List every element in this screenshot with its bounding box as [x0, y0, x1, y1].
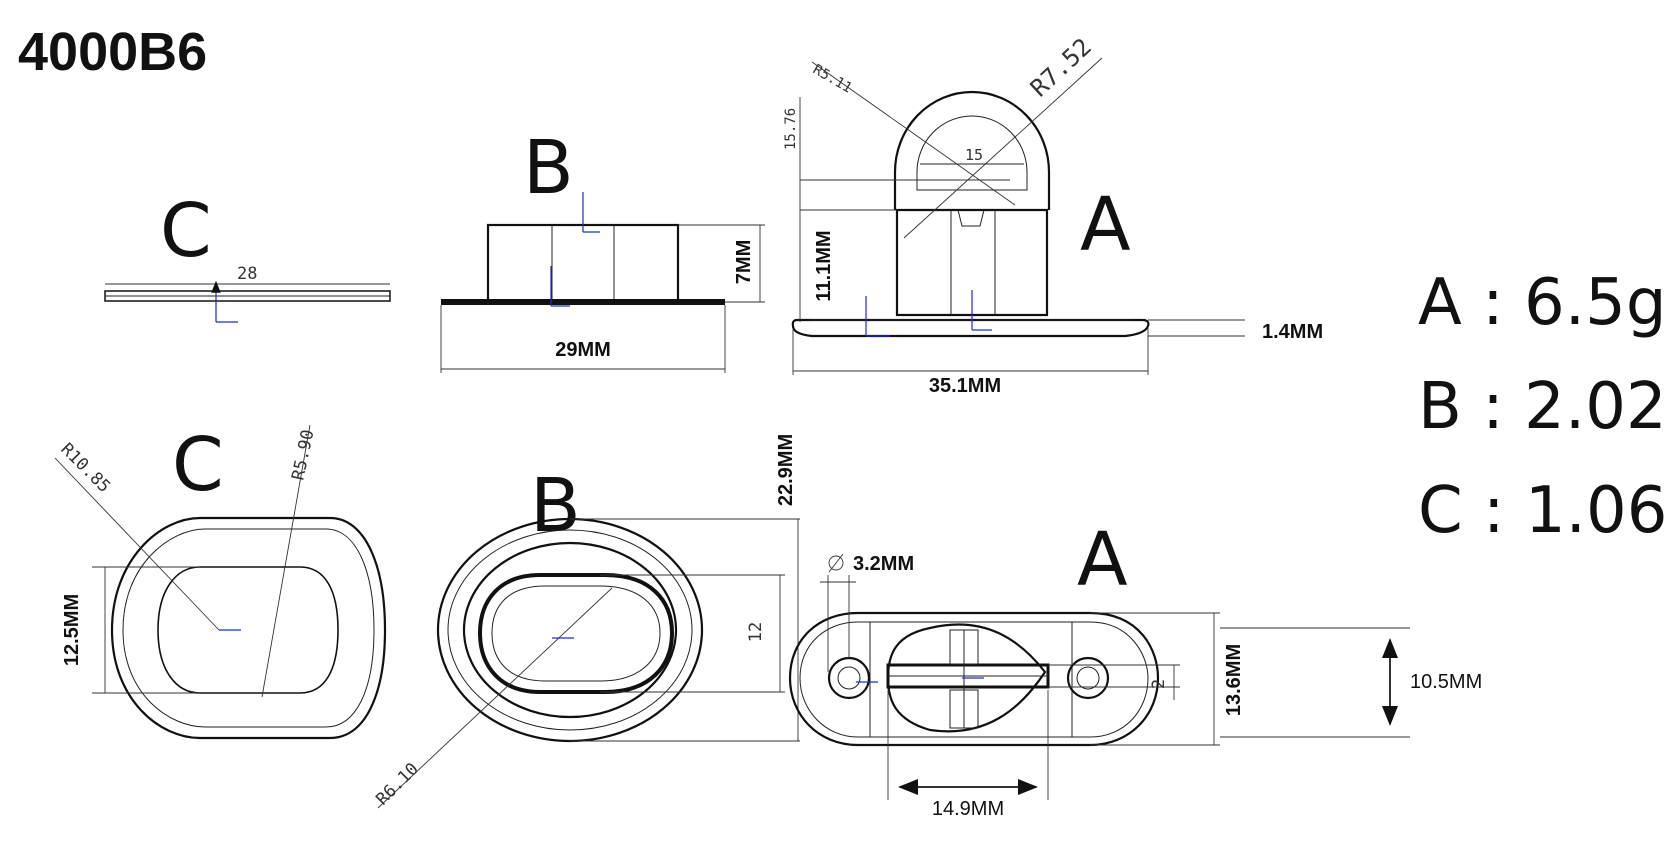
dim-side-b-width: 29MM — [555, 339, 611, 361]
dim-top-a-slot: 10.5MM — [1410, 671, 1482, 693]
dim-top-b-height: 22.9MM — [775, 434, 797, 506]
dim-radius-r5-11: R5.11 — [810, 62, 855, 97]
side-view-b: B 7MM 29MM — [440, 125, 765, 373]
hole-right — [1066, 656, 1110, 700]
dim-top-a-height: 13.6MM — [1223, 644, 1245, 716]
loop-inner — [916, 115, 1028, 191]
view-label-b-side: B — [523, 125, 574, 211]
view-label-a-side: A — [1080, 182, 1131, 268]
dim-side-b-height: 7MM — [733, 240, 755, 284]
dim-loop-inner: 15 — [965, 146, 983, 164]
side-view-c: C 28 — [104, 188, 391, 323]
weight-c: C : 1.06g — [1418, 474, 1667, 548]
base-a-outer — [788, 611, 1160, 747]
housing-a-side — [895, 208, 1049, 317]
dim-radius-r6-10: R6.10 — [372, 759, 422, 809]
dim-top-c-height: 12.5MM — [61, 594, 83, 666]
weights-list: A : 6.5g B : 2.02g C : 1.06g — [1418, 266, 1667, 548]
view-label-b-top: B — [530, 463, 581, 549]
housing-b-slot — [477, 573, 675, 694]
housing-b-outer — [436, 517, 704, 743]
flange-b-side — [441, 299, 725, 305]
top-view-c: C R10.85 R5.90 12.5MM — [54, 422, 387, 740]
weight-b: B : 2.02g — [1418, 370, 1667, 444]
view-label-a-top: A — [1077, 517, 1128, 603]
base-a-side — [791, 318, 1150, 338]
top-view-a: A 3.2MM 2 13.6MM — [788, 517, 1482, 820]
dim-top-b-inner: 12 — [746, 622, 766, 642]
dim-side-a-width: 35.1MM — [929, 375, 1001, 397]
dim-hole-diameter: 3.2MM — [853, 553, 914, 575]
dim-top-a-gap: 2 — [1149, 679, 1169, 689]
dim-radius-r7-52: R7.52 — [1025, 33, 1097, 103]
dim-side-a-height: 11.1MM — [813, 230, 835, 301]
view-label-c-top: C — [172, 422, 224, 508]
hole-left — [827, 656, 871, 700]
loop-outer — [893, 90, 1051, 210]
dim-radius-r5-90: R5.90 — [288, 428, 318, 482]
plate-c-outer — [110, 516, 387, 740]
view-label-c-side: C — [160, 188, 212, 274]
drawing-title: 4000B6 — [18, 22, 207, 82]
weight-a: A : 6.5g — [1418, 266, 1666, 340]
housing-b-side — [486, 223, 680, 304]
dim-loop-height: 15.76 — [783, 108, 799, 150]
dim-base-thickness: 1.4MM — [1262, 321, 1323, 343]
dim-top-a-width: 14.9MM — [932, 798, 1004, 820]
top-view-b: B R6.10 12 22.9MM — [372, 434, 800, 810]
dim-side-c-width: 28 — [237, 264, 257, 284]
plate-c-slot — [157, 566, 339, 694]
side-view-a: A R5.11 R7.52 15 15.76 11.1MM 1.4MM — [783, 33, 1323, 397]
